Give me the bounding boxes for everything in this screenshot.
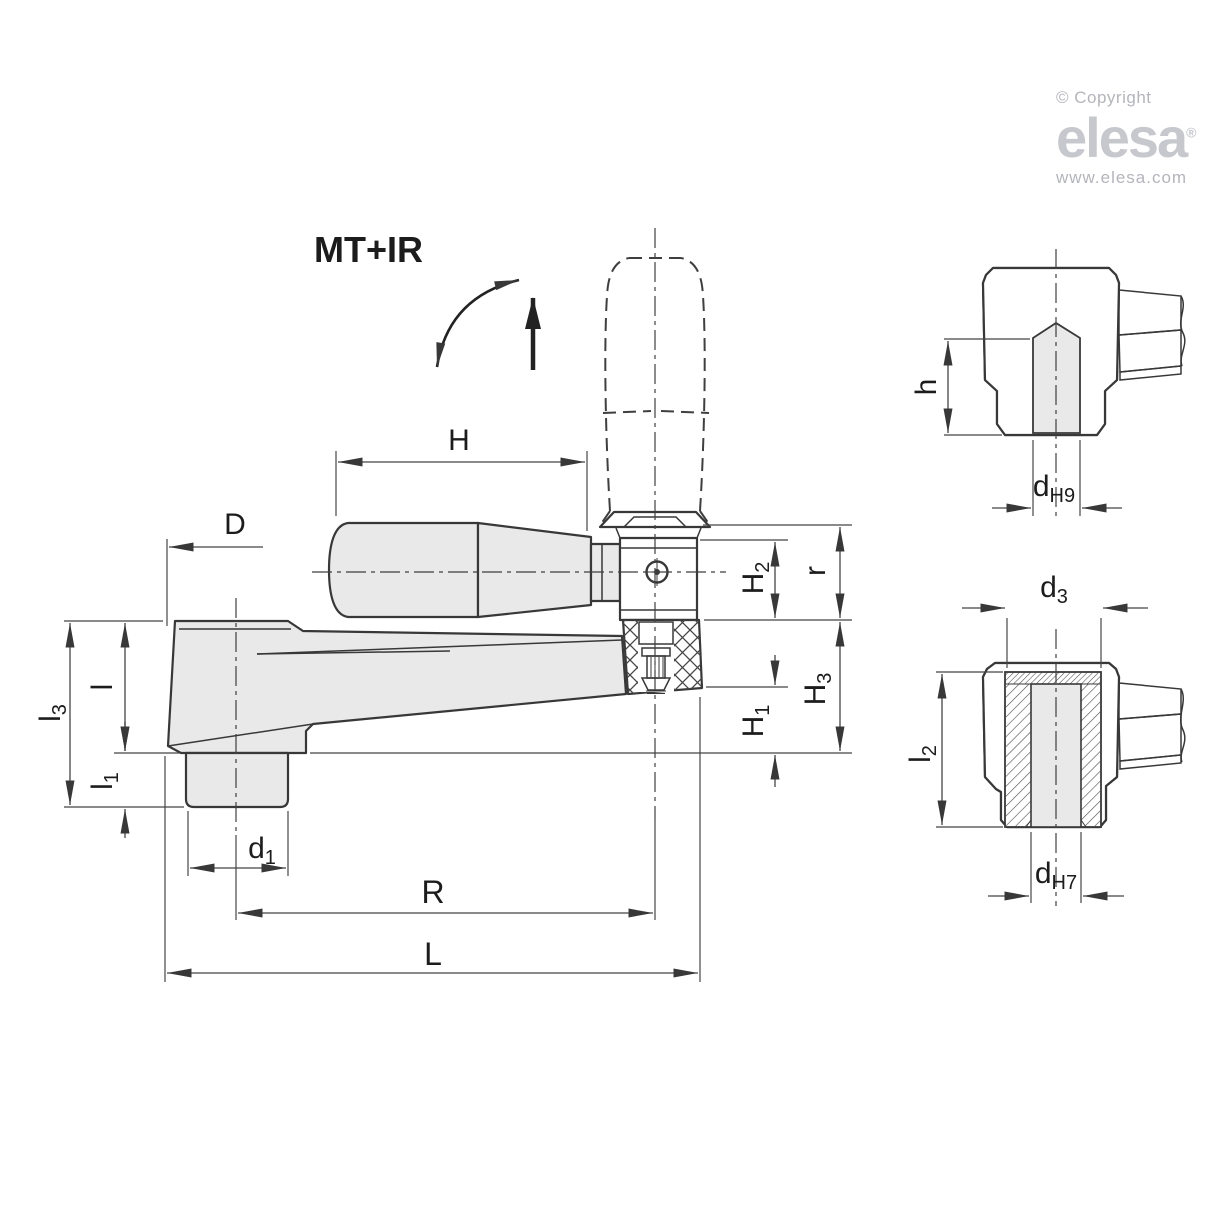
extension-lines-bottom-detail	[936, 618, 1102, 903]
dim-label-H1: H1	[737, 705, 774, 738]
dim-label-L: L	[424, 936, 442, 972]
dimension-l2: l2	[904, 674, 947, 825]
dim-label-dH7: dH7	[1035, 857, 1077, 894]
detail-top-view: h dH9	[910, 249, 1186, 520]
dimension-d3: d3	[962, 571, 1148, 613]
revolving-joint	[618, 536, 699, 622]
dimension-l1: l1	[86, 722, 130, 838]
dim-label-r: r	[799, 566, 832, 576]
dim-label-l1: l1	[86, 772, 123, 790]
dim-label-H: H	[448, 424, 470, 457]
dimension-l: l	[86, 623, 130, 751]
dimension-dH9: dH9	[992, 470, 1122, 513]
rotation-arrow-icon	[435, 278, 541, 370]
registered-mark: ®	[1186, 124, 1197, 141]
dimension-d1: d1	[190, 832, 286, 873]
dimension-H1: H1	[737, 655, 780, 787]
extension-lines-top-detail	[944, 338, 1081, 516]
mode-label: MT+IR	[314, 229, 423, 270]
dimension-L: L	[167, 936, 698, 978]
dimension-h: h	[910, 341, 953, 433]
dim-label-h: h	[910, 379, 943, 396]
website-text: www.elesa.com	[1056, 168, 1188, 187]
dim-label-l2: l2	[904, 745, 941, 763]
bushing-insert	[1004, 671, 1102, 828]
dim-label-H2: H2	[737, 562, 774, 595]
dimension-r: r	[799, 527, 845, 618]
dim-label-D: D	[224, 508, 246, 541]
dimension-R: R	[238, 874, 653, 918]
arm-stub	[1118, 682, 1186, 770]
dimension-l3: l3	[34, 623, 75, 805]
detail-bottom-view: d3 l2 dH7	[904, 571, 1186, 906]
dim-label-d3: d3	[1040, 571, 1068, 608]
brand-block: © Copyright elesa® www.elesa.com	[1056, 88, 1214, 188]
dimension-dH7: dH7	[988, 857, 1124, 901]
dimension-H3: H3	[799, 622, 845, 751]
dim-label-dH9: dH9	[1033, 470, 1075, 507]
dim-label-l3: l3	[34, 704, 71, 722]
copyright-text: © Copyright	[1056, 88, 1152, 107]
extension-lines	[64, 451, 852, 982]
handle	[327, 521, 622, 619]
crank-arm	[166, 619, 628, 755]
dimension-H: H	[338, 424, 585, 467]
hub-boss	[184, 751, 290, 809]
arm-stub	[1118, 289, 1186, 381]
dim-label-R: R	[421, 874, 444, 910]
centerlines	[235, 228, 726, 920]
dim-label-d1: d1	[248, 832, 276, 869]
elesa-logo: elesa®	[1056, 106, 1197, 169]
dim-label-l: l	[86, 684, 119, 691]
dimension-H2: H2	[737, 542, 780, 618]
main-view: MT+IR H D	[34, 228, 852, 982]
knurled-boss	[621, 618, 704, 696]
handle-raised-phantom	[600, 257, 710, 525]
dim-label-H3: H3	[799, 673, 836, 706]
dimension-D: D	[169, 508, 263, 552]
